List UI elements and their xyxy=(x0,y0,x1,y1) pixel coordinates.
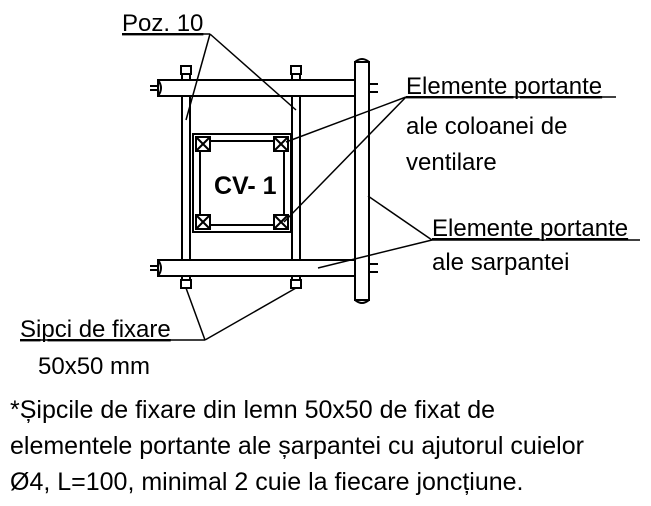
roof-rafter xyxy=(354,58,378,304)
ventilation-column xyxy=(192,133,292,233)
note-line-3: Ø4, L=100, minimal 2 cuie la fiecare jon… xyxy=(10,468,524,496)
label-sipci-2: 50x50 mm xyxy=(38,353,150,380)
corner-stud-bl xyxy=(195,214,211,230)
fixing-post-left xyxy=(180,65,192,289)
label-roof-1: Elemente portante xyxy=(432,215,628,242)
installation-note: *Șipcile de fixare din lemn 50x50 de fix… xyxy=(10,392,645,500)
fixing-batten-bottom xyxy=(150,259,369,277)
label-vent-2: ale coloanei de xyxy=(406,113,567,140)
label-vent-3: ventilare xyxy=(406,149,497,176)
label-roof-2: ale sarpantei xyxy=(432,249,569,276)
corner-stud-tl xyxy=(195,136,211,152)
fixing-batten-top xyxy=(150,79,369,97)
leader-lines xyxy=(20,33,640,341)
label-cv: CV- 1 xyxy=(214,172,277,200)
corner-stud-br xyxy=(273,214,289,230)
fixing-post-right xyxy=(290,65,302,289)
note-line-2: elementele portante ale șarpantei cu aju… xyxy=(10,432,584,460)
label-sipci-1: Sipci de fixare xyxy=(20,316,171,343)
note-line-1: *Șipcile de fixare din lemn 50x50 de fix… xyxy=(10,396,496,424)
label-poz: Poz. 10 xyxy=(122,10,203,37)
corner-stud-tr xyxy=(273,136,289,152)
ventilation-column-diagram: Poz. 10 CV- 1 Elemente portante ale colo… xyxy=(20,10,640,380)
label-vent-1: Elemente portante xyxy=(406,73,602,100)
